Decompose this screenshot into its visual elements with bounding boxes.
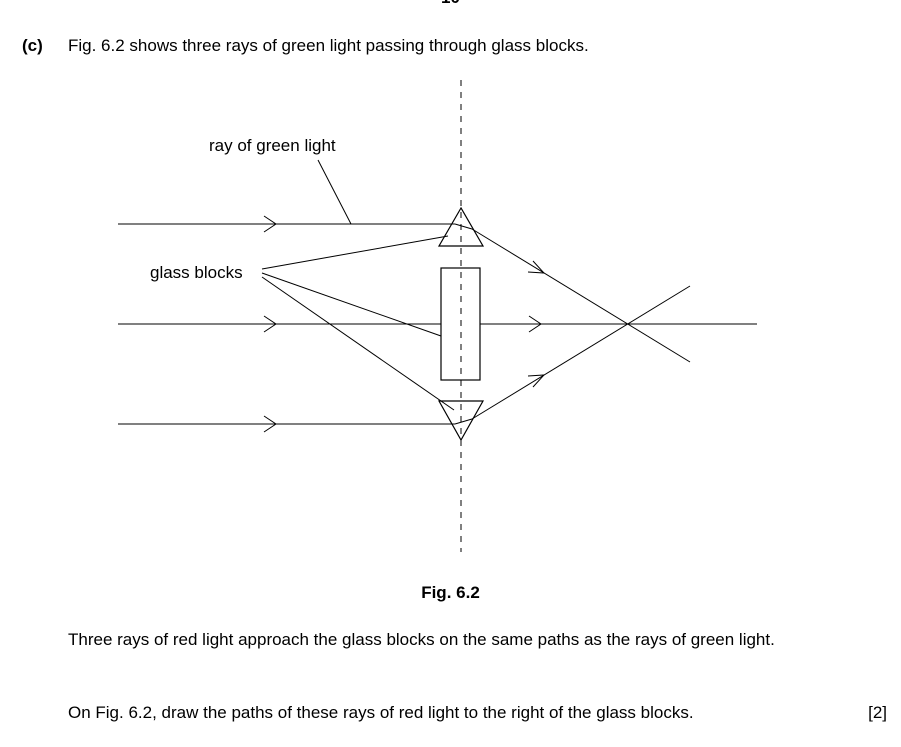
bottom-prism bbox=[437, 400, 485, 442]
question-intro: Fig. 6.2 shows three rays of green light… bbox=[68, 36, 589, 55]
leader-blocks-middle bbox=[261, 272, 442, 337]
arrow-top-incoming bbox=[263, 215, 277, 233]
marks-allocation: [2] bbox=[868, 703, 887, 722]
question-label: (c) bbox=[22, 36, 43, 55]
leader-ray-label bbox=[317, 159, 352, 225]
arrow-bottom-outgoing bbox=[527, 374, 546, 388]
arrow-bottom-incoming bbox=[263, 415, 277, 433]
arrow-middle-outgoing bbox=[528, 315, 542, 333]
outgoing-ray-bottom bbox=[471, 285, 691, 420]
top-prism bbox=[437, 206, 485, 247]
leader-blocks-bottom bbox=[261, 276, 455, 411]
figure-caption: Fig. 6.2 bbox=[421, 583, 480, 602]
arrow-top-outgoing bbox=[527, 260, 546, 274]
label-ray-of-green-light: ray of green light bbox=[209, 136, 336, 155]
leader-blocks-top bbox=[261, 235, 449, 270]
top-ray-in-prism bbox=[454, 223, 473, 230]
arrow-middle-incoming bbox=[263, 315, 277, 333]
page-number: 10 bbox=[0, 0, 901, 8]
question-paragraph-1: Three rays of red light approach the gla… bbox=[68, 630, 775, 649]
bottom-ray-in-prism bbox=[454, 418, 473, 425]
label-glass-blocks: glass blocks bbox=[150, 263, 243, 282]
question-paragraph-2: On Fig. 6.2, draw the paths of these ray… bbox=[68, 703, 694, 722]
outgoing-ray-top bbox=[471, 228, 691, 363]
